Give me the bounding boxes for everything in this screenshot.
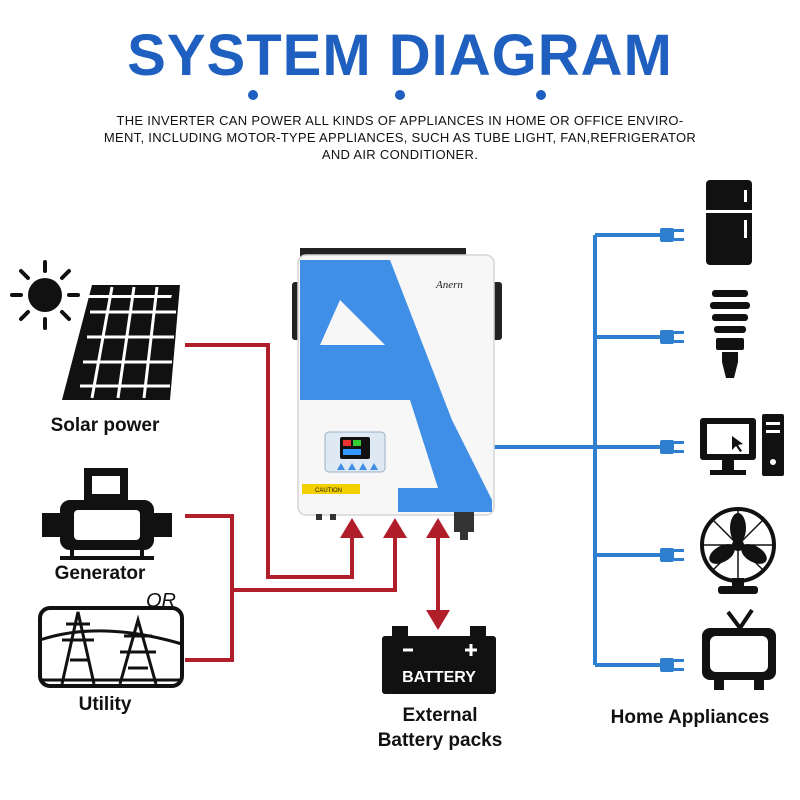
sun-icon: [10, 260, 80, 330]
battery-caption: External Battery packs: [360, 703, 520, 753]
home-appliances-label: Home Appliances: [610, 707, 770, 728]
battery-label: BATTERY: [402, 669, 476, 686]
generator-icon: [42, 468, 172, 560]
description-line: MENT, INCLUDING MOTOR-TYPE APPLIANCES, S…: [103, 130, 697, 145]
description: THE INVERTER CAN POWER ALL KINDS OF APPL…: [40, 112, 760, 163]
generator-label: Generator: [54, 563, 146, 584]
battery-icon: BATTERY: [382, 626, 496, 694]
page-title: SYSTEM DIAGRAM: [127, 23, 673, 88]
output-wires: [493, 233, 660, 667]
bulb-icon: [710, 290, 750, 378]
or-label: OR: [146, 590, 176, 612]
battery-caption-line: External: [402, 705, 478, 726]
computer-icon: [700, 414, 784, 476]
description-line: THE INVERTER CAN POWER ALL KINDS OF APPL…: [116, 113, 684, 128]
caution-sticker: [302, 484, 360, 494]
description-line: AND AIR CONDITIONER.: [321, 147, 479, 162]
inverter-unit: CAUTION Anern: [292, 248, 502, 540]
caution-text: CAUTION: [315, 488, 342, 494]
utility-label: Utility: [78, 694, 132, 715]
utility-icon: [38, 606, 184, 688]
display-panel: [324, 431, 386, 473]
plug-icons: [660, 228, 684, 672]
refrigerator-icon: [706, 180, 752, 265]
brand-logo: Anern: [435, 279, 463, 291]
battery-caption-line: Battery packs: [377, 730, 503, 751]
title-dots: [248, 90, 546, 100]
solar-power-label: Solar power: [50, 415, 160, 436]
arrow-heads: [340, 518, 450, 630]
input-wires: [185, 343, 440, 662]
fan-icon: [700, 507, 776, 594]
tv-icon: [702, 608, 776, 690]
solar-panel-icon: [62, 285, 180, 400]
